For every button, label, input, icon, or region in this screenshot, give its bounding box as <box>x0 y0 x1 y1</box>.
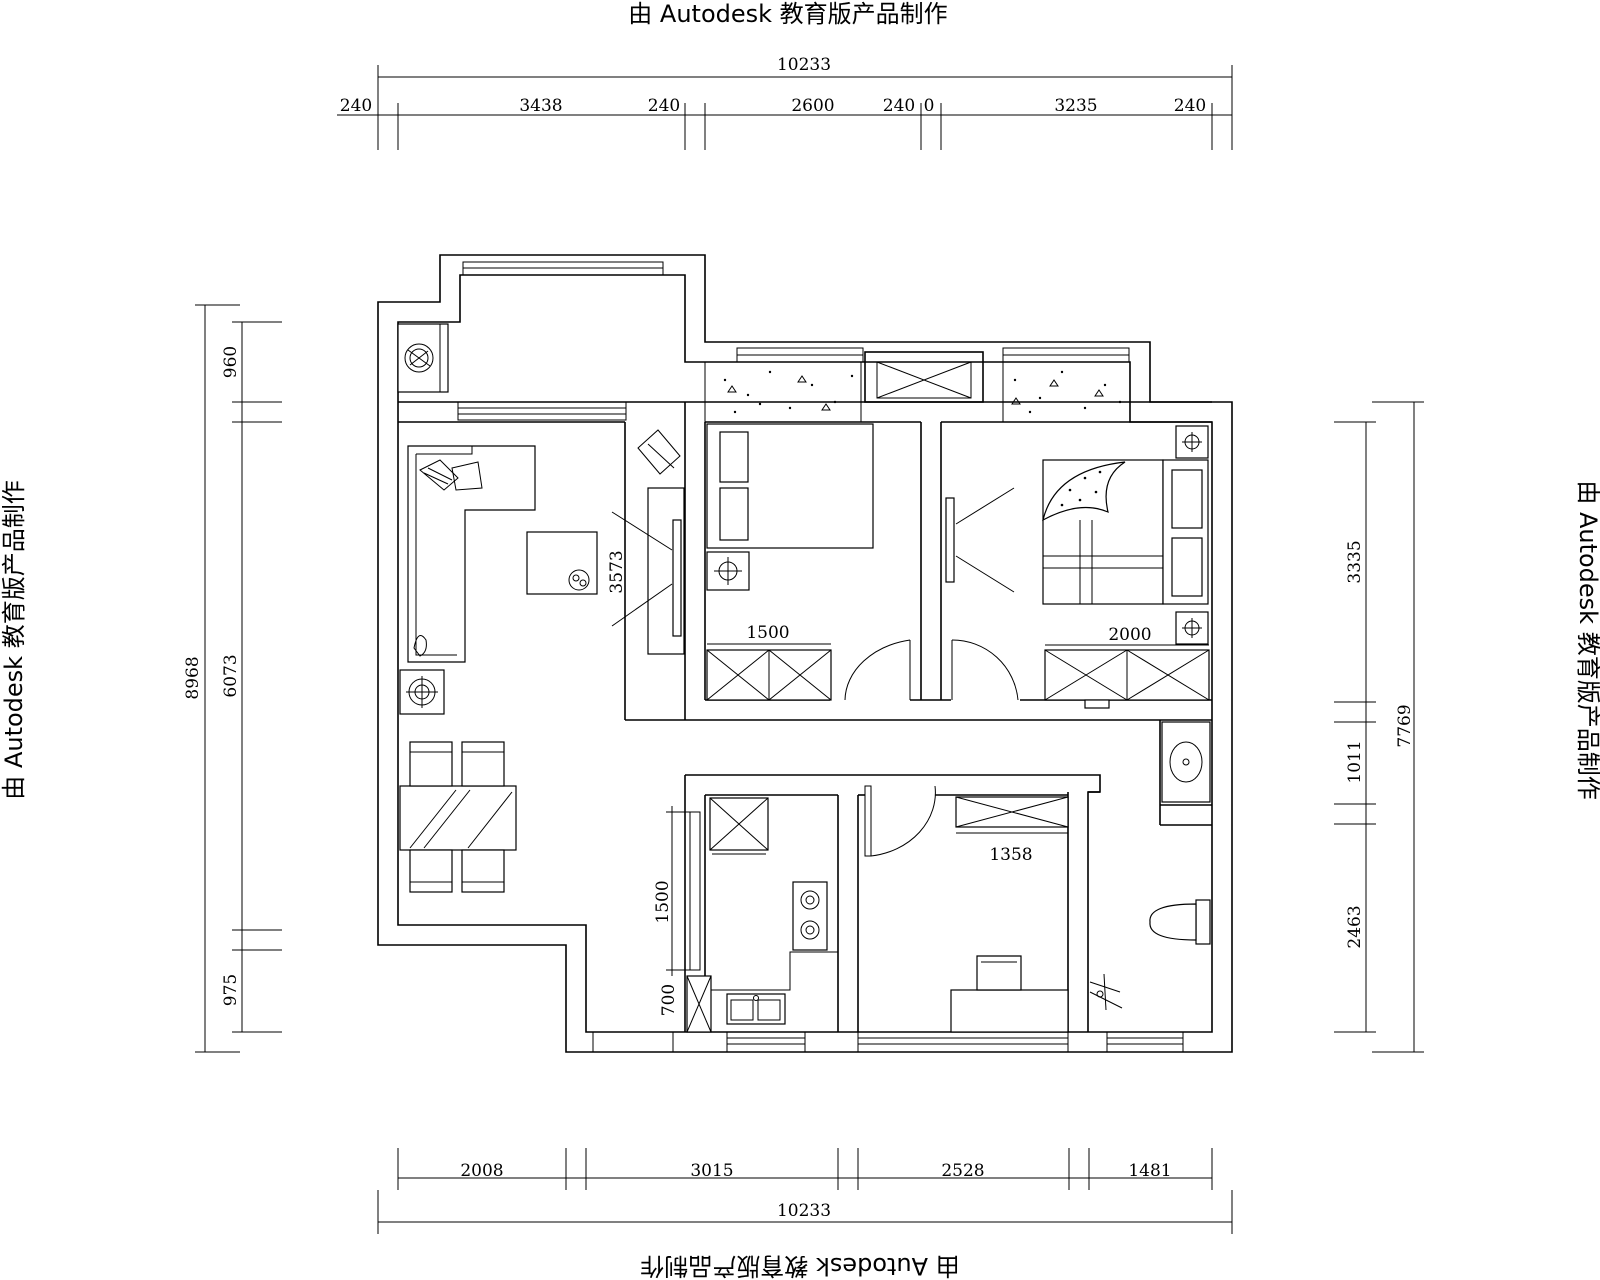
bottom-seg-1: 2008 <box>460 1161 503 1181</box>
bedroom1-wardrobe-dim: 1500 <box>746 623 789 643</box>
living-tv-dim: 3573 <box>607 550 627 593</box>
kitchen-counter-dim: 1500 <box>653 880 673 923</box>
bottom-seg-3: 2528 <box>941 1161 984 1181</box>
bottom-total-label: 10233 <box>777 1201 831 1221</box>
tea-table <box>526 531 598 595</box>
corner-lamp <box>399 669 445 715</box>
door-study[interactable] <box>864 785 936 857</box>
top-seg-5: 240 <box>883 96 915 116</box>
wardrobe-2 <box>1044 644 1210 701</box>
study-cabinet-dim: 1358 <box>989 845 1032 865</box>
bottom-dimensions: 2008 3015 2528 1481 10233 <box>377 1148 1233 1234</box>
bottom-seg-4: 1481 <box>1128 1161 1171 1181</box>
top-total-label: 10233 <box>777 55 831 75</box>
kitchen-counter <box>666 806 838 991</box>
door-bedroom-1[interactable] <box>844 639 911 701</box>
right-seg-3: 2463 <box>1345 905 1365 948</box>
watermark-top: 由 Autodesk 教育版产品制作 <box>628 0 947 28</box>
dining-chair <box>461 741 505 787</box>
dining-set <box>399 741 517 893</box>
refrigerator <box>709 797 769 855</box>
right-total-label: 7769 <box>1395 704 1415 747</box>
top-seg-4: 2600 <box>791 96 834 116</box>
nightstand-3 <box>1175 611 1209 645</box>
top-seg-6: 0 <box>924 96 935 116</box>
top-seg-2: 3438 <box>519 96 562 116</box>
bathroom-threshold <box>1084 699 1110 709</box>
left-dimensions: 8968 960 6073 975 <box>183 304 282 1053</box>
dining-chair <box>409 849 453 893</box>
door-bedroom-2[interactable] <box>951 639 1019 701</box>
right-seg-1: 3335 <box>1345 540 1365 583</box>
watermark-bottom: 由 Autodesk 教育版产品制作 <box>640 1252 959 1280</box>
left-seg-3: 975 <box>221 974 241 1006</box>
study-desk <box>950 955 1069 1033</box>
kitchen-sink-dim: 700 <box>659 984 679 1016</box>
sofa <box>407 445 536 663</box>
top-seg-3: 240 <box>648 96 680 116</box>
washing-machine <box>397 323 449 393</box>
dining-chair <box>409 741 453 787</box>
top-seg-1: 240 <box>340 96 372 116</box>
kitchen-tall-cabinet <box>686 975 712 1033</box>
floor-drain <box>1089 973 1123 1011</box>
bay-window-sill <box>704 361 1131 423</box>
washbasin <box>1161 721 1211 803</box>
left-seg-2: 6073 <box>221 654 241 697</box>
toilet <box>1149 899 1211 945</box>
watermark-left: 由 Autodesk 教育版产品制作 <box>0 480 28 799</box>
bedroom2-wardrobe-dim: 2000 <box>1108 625 1151 645</box>
bottom-seg-2: 3015 <box>690 1161 733 1181</box>
nightstand-1 <box>706 551 750 591</box>
dining-chair <box>461 849 505 893</box>
left-seg-1: 960 <box>221 346 241 378</box>
right-seg-2: 1011 <box>1345 740 1365 783</box>
bedroom2-tv <box>945 487 1015 593</box>
right-dimensions: 3335 1011 2463 7769 <box>1334 401 1424 1053</box>
left-total-label: 8968 <box>183 656 203 699</box>
bed-2 <box>1042 459 1209 605</box>
study-cabinet <box>955 796 1069 834</box>
top-seg-7: 3235 <box>1054 96 1097 116</box>
shaft <box>876 361 972 399</box>
nightstand-2 <box>1175 425 1209 459</box>
wardrobe-1 <box>706 643 832 701</box>
watermark-right: 由 Autodesk 教育版产品制作 <box>1574 480 1600 799</box>
tv-cabinet <box>611 429 685 655</box>
kitchen-sink <box>726 993 786 1025</box>
top-seg-8: 240 <box>1174 96 1206 116</box>
bed-1 <box>706 423 874 549</box>
gas-stove <box>792 881 828 951</box>
top-dimensions: 10233 240 3438 240 2600 240 0 3235 240 <box>337 55 1233 150</box>
